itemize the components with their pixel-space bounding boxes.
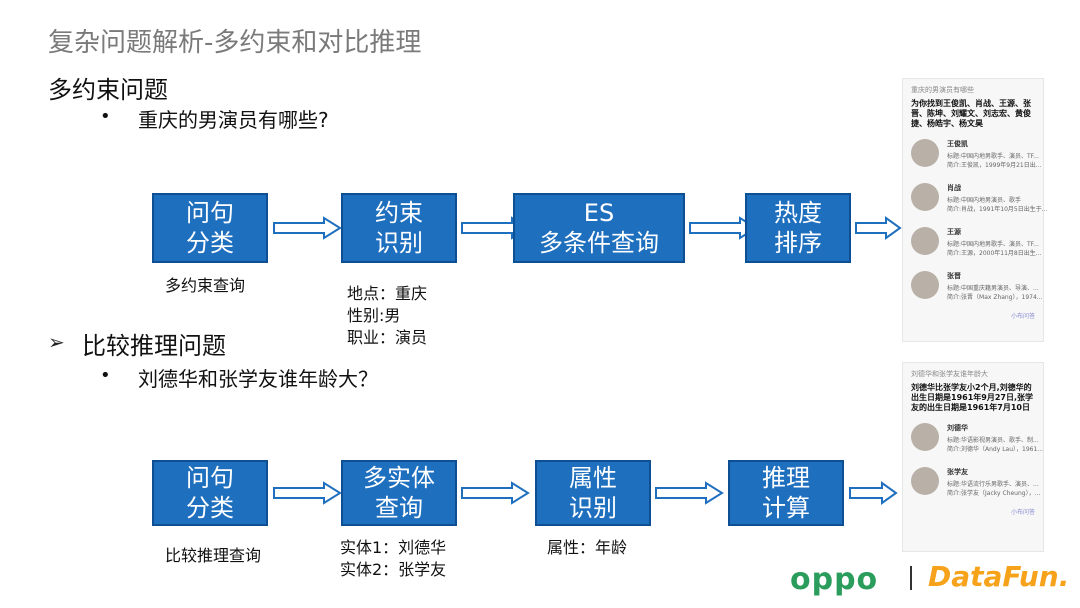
attribute-note: 属性：年龄 xyxy=(547,538,628,557)
box-heat-sort: 热度 排序 xyxy=(745,193,851,263)
box-line: 识别 xyxy=(569,494,617,522)
person-title: 标题:华语流行乐男歌手、演员、... xyxy=(947,481,1039,488)
box-line: 计算 xyxy=(762,494,810,522)
box-constraint-recognition: 约束 识别 xyxy=(341,193,457,263)
section2-question: 刘德华和张学友谁年龄大？ xyxy=(138,367,378,391)
person-name: 王俊凯 xyxy=(947,140,968,148)
arrow-right-icon xyxy=(855,216,902,240)
datafun-logo: DataFun. xyxy=(928,560,1070,593)
constraint-item: 性别:男 xyxy=(347,306,401,325)
box-line: 分类 xyxy=(186,494,234,522)
bullet-dot: • xyxy=(100,106,111,127)
person-title: 标题:中国内地男歌手、演员、TF... xyxy=(947,153,1039,160)
person-intro: 简介:刘德华（Andy Lau），1961... xyxy=(947,446,1044,453)
box-line: 多条件查询 xyxy=(539,229,659,257)
person-title: 标题:华语影视男演员、歌手、制... xyxy=(947,437,1039,444)
person-title: 标题:中国内地男歌手、演员、TF... xyxy=(947,241,1039,248)
person-intro: 简介:张晋（Max Zhang），1974... xyxy=(947,294,1043,301)
avatar xyxy=(911,467,939,495)
person-intro: 简介:王源，2000年11月8日出生... xyxy=(947,250,1042,257)
avatar xyxy=(911,423,939,451)
person-intro: 简介:王俊凯，1999年9月21日出... xyxy=(947,162,1042,169)
bullet-dot: • xyxy=(100,365,111,386)
card-query: 刘德华和张学友谁年龄大 xyxy=(911,370,988,378)
avatar xyxy=(911,183,939,211)
person-item: 肖战 标题:中国内地男演员、歌手 简介:肖战，1991年10月5日出生于... xyxy=(911,183,1047,219)
person-title: 标题:中国重庆籍男演员、导演、... xyxy=(947,285,1039,292)
avatar xyxy=(911,271,939,299)
answer-card-1: 重庆的男演员有哪些 为你找到王俊凯、肖战、王源、张晋、陈坤、刘耀文、刘志宏、黄俊… xyxy=(902,78,1047,342)
box-line: 问句 xyxy=(186,464,234,492)
box-line: 问句 xyxy=(186,199,234,227)
box-es-query: ES 多条件查询 xyxy=(513,193,685,263)
box-reasoning: 推理 计算 xyxy=(728,460,844,526)
arrow-right-icon xyxy=(655,481,724,505)
card-query: 重庆的男演员有哪些 xyxy=(911,86,974,94)
person-intro: 简介:肖战，1991年10月5日出生于... xyxy=(947,206,1048,213)
box-line: 排序 xyxy=(774,229,822,257)
card-source: 小布问答 xyxy=(1010,509,1035,516)
box-line: 推理 xyxy=(762,464,810,492)
arrow-right-icon xyxy=(273,481,342,505)
box-attribute-recognition: 属性 识别 xyxy=(535,460,651,526)
section1-question: 重庆的男演员有哪些? xyxy=(138,108,329,132)
arrowhead-bullet-icon: ➢ xyxy=(48,330,65,354)
constraint-item: 地点：重庆 xyxy=(347,284,428,303)
person-name: 张学友 xyxy=(947,468,968,476)
oppo-logo: oppo xyxy=(790,562,879,597)
person-name: 肖战 xyxy=(947,184,961,192)
arrow-right-icon xyxy=(461,481,530,505)
box-line: 分类 xyxy=(186,229,234,257)
person-item: 王源 标题:中国内地男歌手、演员、TF... 简介:王源，2000年11月8日出… xyxy=(911,227,1041,263)
entity-item: 实体2：张学友 xyxy=(340,560,447,579)
entities-list: 实体1：刘德华 实体2：张学友 xyxy=(340,537,446,581)
box-line: 识别 xyxy=(375,229,423,257)
logo-divider xyxy=(910,566,912,590)
avatar xyxy=(911,227,939,255)
slide-title: 复杂问题解析-多约束和对比推理 xyxy=(48,28,422,58)
person-item: 张学友 标题:华语流行乐男歌手、演员、... 简介:张学友（Jacky Cheu… xyxy=(911,467,1040,503)
person-title: 标题:中国内地男演员、歌手 xyxy=(947,197,1022,204)
box-classify-1: 问句 分类 xyxy=(152,193,268,263)
person-item: 王俊凯 标题:中国内地男歌手、演员、TF... 简介:王俊凯，1999年9月21… xyxy=(911,139,1041,175)
avatar xyxy=(911,139,939,167)
box-classify-2: 问句 分类 xyxy=(152,460,268,526)
box-line: 多实体 xyxy=(363,464,435,492)
entity-item: 实体1：刘德华 xyxy=(340,538,447,557)
answer-card-2: 刘德华和张学友谁年龄大 刘德华比张学友小2个月,刘德华的出生日期是1961年9月… xyxy=(902,362,1044,552)
constraint-item: 职业：演员 xyxy=(347,328,428,347)
box-line: 热度 xyxy=(774,199,822,227)
card-answer: 为你找到王俊凯、肖战、王源、张晋、陈坤、刘耀文、刘志宏、黄俊捷、杨皓宇、杨文昊 xyxy=(911,99,1031,128)
note-classify-1: 多约束查询 xyxy=(165,276,246,295)
box-line: 查询 xyxy=(375,494,423,522)
arrow-right-icon xyxy=(849,481,898,505)
section2-heading: 比较推理问题 xyxy=(82,332,226,360)
box-line: 约束 xyxy=(375,199,423,227)
note-classify-2: 比较推理查询 xyxy=(165,546,262,565)
person-item: 张晋 标题:中国重庆籍男演员、导演、... 简介:张晋（Max Zhang），1… xyxy=(911,271,1043,307)
box-line: 属性 xyxy=(569,464,617,492)
constraints-list: 地点：重庆 性别:男 职业：演员 xyxy=(347,283,427,349)
box-line: ES xyxy=(583,199,615,227)
box-multi-entity: 多实体 查询 xyxy=(341,460,457,526)
section1-heading: 多约束问题 xyxy=(48,76,168,104)
person-name: 张晋 xyxy=(947,272,961,280)
person-name: 刘德华 xyxy=(947,424,968,432)
person-name: 王源 xyxy=(947,228,961,236)
arrow-right-icon xyxy=(273,216,342,240)
card-source: 小布问答 xyxy=(1010,313,1035,320)
card-answer: 刘德华比张学友小2个月,刘德华的出生日期是1961年9月27日,张学友的出生日期… xyxy=(911,383,1034,412)
person-intro: 简介:张学友（Jacky Cheung），... xyxy=(947,490,1041,497)
person-item: 刘德华 标题:华语影视男演员、歌手、制... 简介:刘德华（Andy Lau），… xyxy=(911,423,1043,459)
